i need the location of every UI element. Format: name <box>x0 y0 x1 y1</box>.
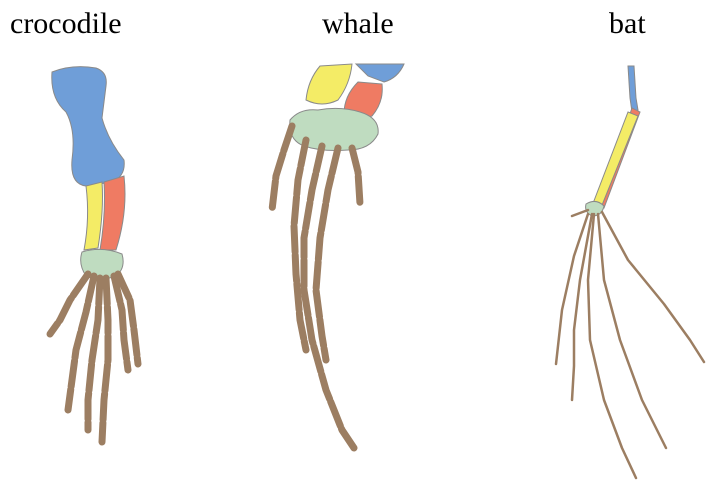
whale-phalanges <box>272 126 360 448</box>
bat-radius <box>592 112 638 210</box>
bat-phalanges <box>556 210 704 478</box>
whale-radius <box>306 64 352 104</box>
crocodile-phalanges <box>50 274 138 442</box>
whale-forelimb <box>272 64 404 448</box>
crocodile-ulna <box>100 176 125 250</box>
whale-humerus <box>356 64 404 82</box>
crocodile-forelimb <box>50 67 138 442</box>
crocodile-radius <box>84 182 103 250</box>
bat-forelimb <box>556 66 704 478</box>
bat-humerus <box>628 66 638 112</box>
crocodile-humerus <box>52 67 124 186</box>
